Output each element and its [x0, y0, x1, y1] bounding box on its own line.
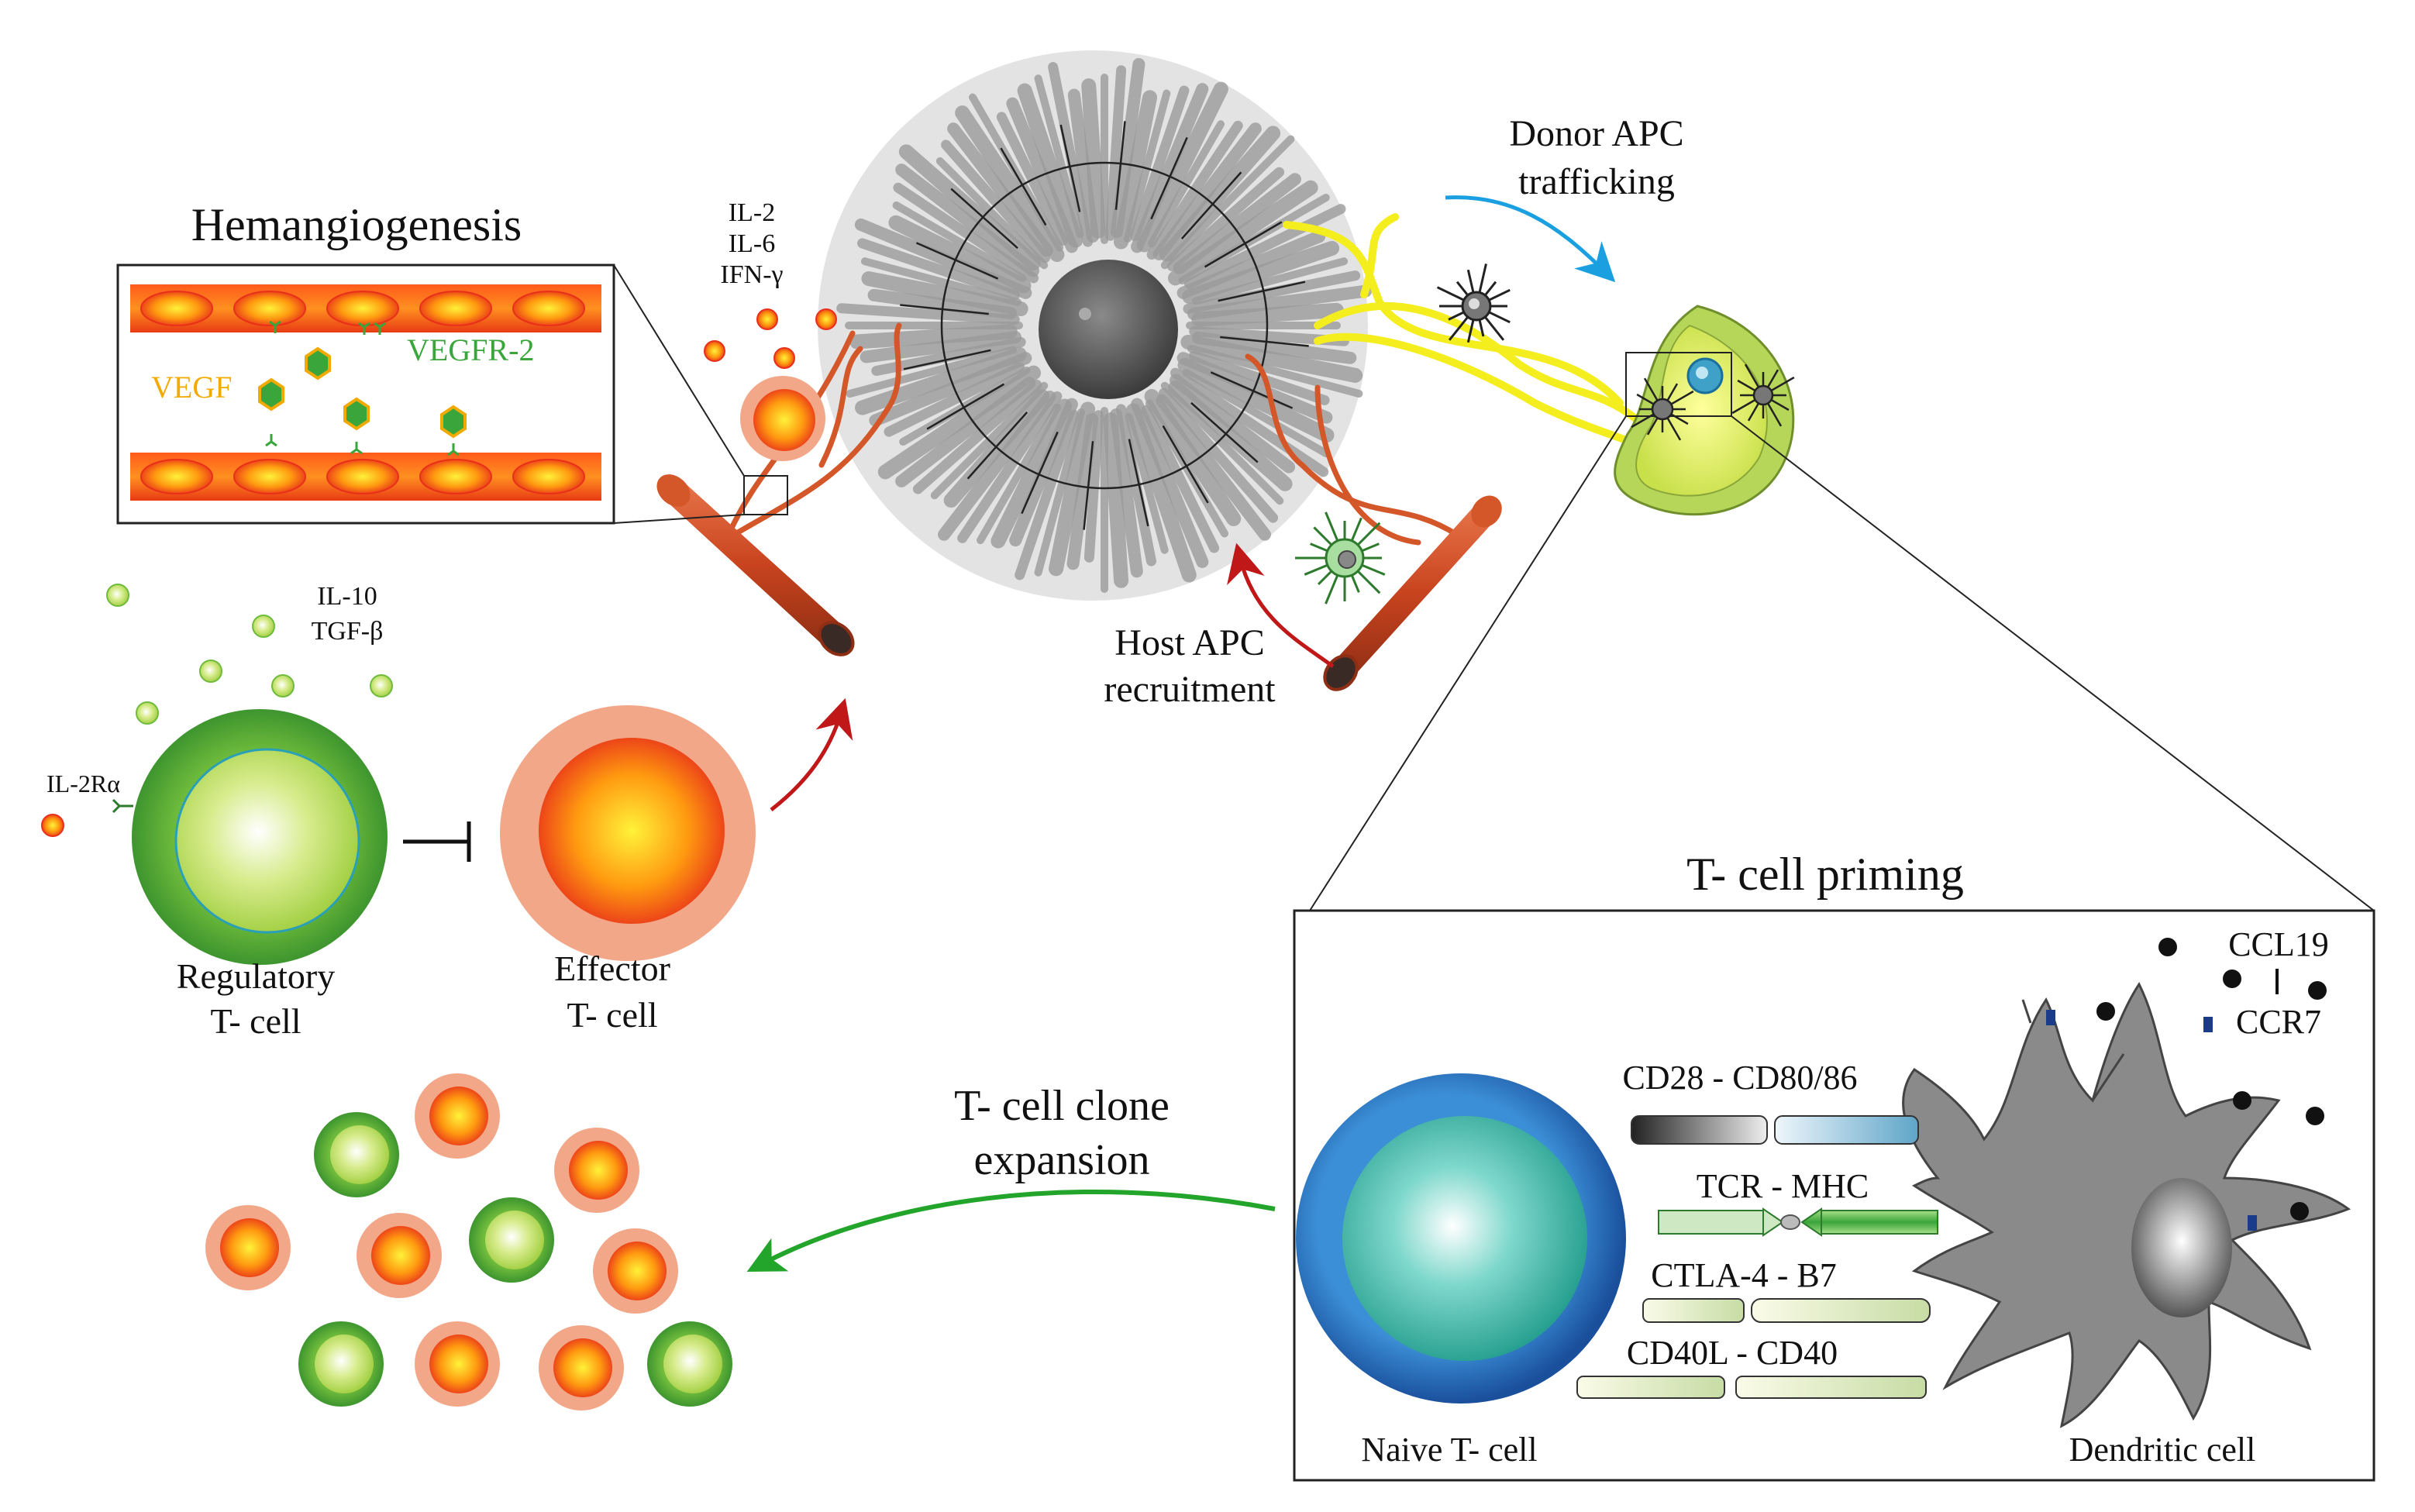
cd28-cd80-pair	[1631, 1115, 1919, 1145]
cytokine-il10: IL-10	[317, 582, 377, 611]
cytokine-ifng: IFN-γ	[720, 260, 783, 289]
naive-t-cell	[1296, 1073, 1626, 1404]
effector-clone-cell	[205, 1205, 291, 1290]
ctla4-b7-pair	[1642, 1298, 1931, 1323]
host-apc-arrow	[1227, 542, 1335, 669]
clone-expansion-label-2: expansion	[973, 1136, 1149, 1184]
effector-clone-cell	[554, 1128, 639, 1213]
effector-clone-cell	[415, 1073, 500, 1159]
hemangiogenesis-panel: VEGF VEGFR-2	[116, 263, 615, 525]
effector-cytokine-dots	[704, 308, 837, 369]
naive-cell-label: Naive T- cell	[1361, 1431, 1537, 1469]
endothelial-nucleus	[512, 459, 585, 494]
lymph-node	[1614, 305, 1795, 516]
effector-label-1: Effector	[554, 949, 670, 988]
effector-label-2: T- cell	[567, 995, 657, 1035]
effector-to-vessel-arrow	[770, 697, 853, 811]
regulatory-clone-cell	[469, 1197, 554, 1283]
endothelial-nucleus	[419, 459, 492, 494]
effector-cell-small	[740, 376, 825, 461]
endothelial-nucleus	[326, 291, 399, 326]
regulatory-clone-cell	[298, 1321, 384, 1407]
ccr7-receptors	[2046, 1010, 2257, 1231]
cd40-label: CD40L - CD40	[1627, 1334, 1838, 1372]
endothelial-nucleus	[233, 459, 306, 494]
effector-clone-cell	[357, 1213, 442, 1298]
tcr-mhc-pair	[1658, 1207, 1938, 1237]
regulatory-label-2: T- cell	[210, 1001, 301, 1041]
donor-apc-cell	[1436, 263, 1511, 343]
vegf-label: VEGF	[151, 370, 232, 405]
lymphatic-vessels	[1283, 213, 1655, 453]
inhibition-symbol	[403, 821, 471, 862]
host-apc-label-2: recruitment	[1104, 669, 1276, 710]
dendritic-nucleus	[2131, 1178, 2232, 1317]
cytokine-il6: IL-6	[729, 229, 775, 258]
vegf-molecules	[258, 346, 467, 439]
regulatory-t-cell	[132, 709, 388, 965]
tcr-label: TCR - MHC	[1697, 1167, 1869, 1205]
donor-apc-arrow	[1445, 195, 1616, 283]
regulatory-clone-cell	[314, 1112, 399, 1197]
vegfr2-label: VEGFR-2	[407, 332, 534, 367]
dendritic-cell	[1902, 982, 2351, 1428]
clone-expansion-arrow	[746, 1189, 1276, 1272]
regulatory-label-1: Regulatory	[177, 956, 335, 996]
dendritic-cell-label: Dendritic cell	[2069, 1431, 2256, 1469]
regulatory-clone-cell	[647, 1321, 732, 1407]
cytokine-tgfb: TGF-β	[312, 617, 384, 646]
priming-zoom-lines	[1309, 415, 2375, 911]
endothelial-nucleus	[512, 291, 585, 326]
ccr7-label: CCR7	[2236, 1003, 2321, 1041]
effector-clone-cell	[593, 1228, 678, 1314]
effector-clone-cell	[415, 1321, 500, 1407]
host-apc-cell	[1295, 511, 1386, 604]
donor-apc-label-2: trafficking	[1518, 161, 1675, 202]
endothelial-nucleus	[419, 291, 492, 326]
il2-dot	[41, 814, 64, 837]
corneal-stroma-rays	[836, 57, 1373, 593]
ccl19-dots	[2096, 938, 2327, 1221]
pupil	[1039, 260, 1178, 399]
host-apc-label-1: Host APC	[1114, 622, 1264, 663]
cornea-graft	[818, 50, 1373, 601]
blood-vessel-left	[656, 474, 855, 656]
apc-in-node-1	[1631, 377, 1694, 441]
apc-in-node-2	[1731, 363, 1795, 427]
vegfr-receptors	[265, 320, 460, 456]
endothelial-nucleus	[140, 459, 213, 494]
cd40l-cd40-pair	[1576, 1376, 1927, 1399]
cytokine-il2: IL-2	[729, 198, 775, 227]
regulatory-cytokine-dots	[106, 584, 393, 725]
endothelial-nucleus	[140, 291, 213, 326]
il2ra-label: IL-2Rα	[47, 770, 120, 797]
effector-clone-cell	[539, 1325, 624, 1410]
clone-expansion-cells	[205, 1073, 732, 1410]
ccl19-label: CCL19	[2228, 925, 2329, 963]
endothelial-nucleus	[326, 459, 399, 494]
clone-expansion-label-1: T- cell clone	[954, 1082, 1170, 1130]
hemangiogenesis-zoom-lines	[613, 264, 788, 524]
priming-panel: CCL19 CCR7 Naive T- cell Dendritic cell …	[1293, 909, 2375, 1482]
endothelial-cells-bottom	[130, 453, 601, 501]
blood-vessel-right	[1323, 495, 1502, 691]
donor-apc-label-1: Donor APC	[1509, 113, 1683, 154]
endothelial-nucleus	[233, 291, 306, 326]
ctla4-label: CTLA-4 - B7	[1651, 1256, 1837, 1294]
endothelial-cells-top	[130, 284, 601, 332]
effector-t-cell	[500, 705, 756, 961]
cd28-label: CD28 - CD80/86	[1622, 1059, 1857, 1097]
il2ra-receptor	[112, 798, 133, 814]
hemangiogenesis-title: Hemangiogenesis	[191, 199, 522, 250]
priming-title: T- cell priming	[1686, 849, 1964, 900]
